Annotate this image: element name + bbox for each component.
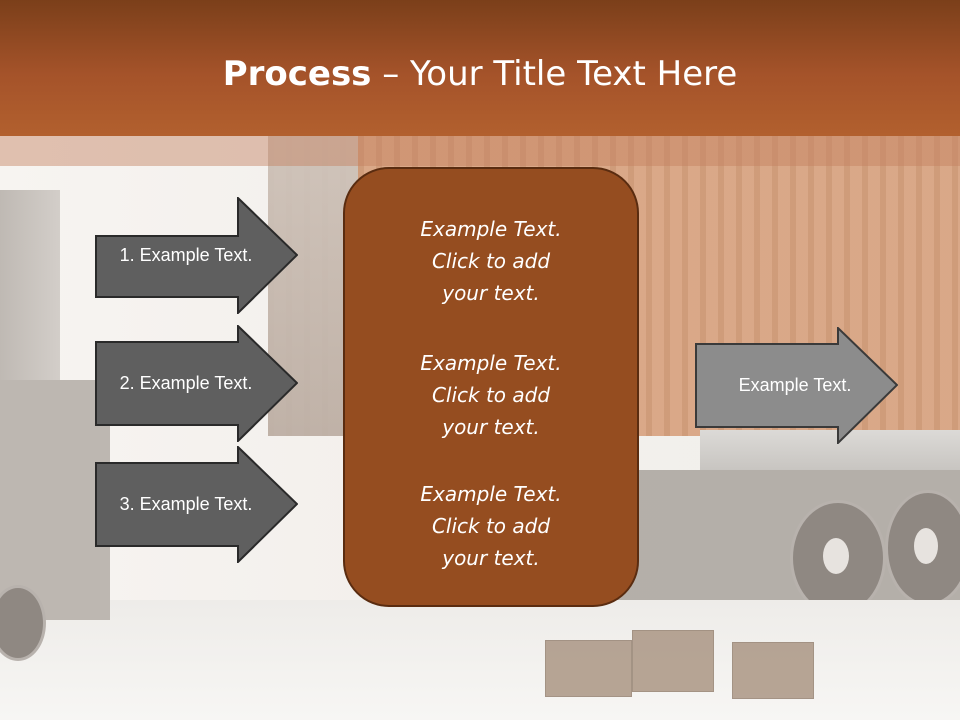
panel-text-3[interactable]: Example Text. Click to add your text. bbox=[420, 482, 562, 570]
step-label: 3. Example Text. bbox=[119, 494, 253, 514]
title-text: – Your Title Text Here bbox=[371, 54, 738, 94]
title-bar: Process – Your Title Text Here bbox=[0, 0, 960, 136]
step-arrow-1[interactable]: 1. Example Text. bbox=[95, 197, 298, 314]
crate bbox=[732, 642, 814, 699]
crate bbox=[545, 640, 632, 697]
truck-wheel bbox=[790, 500, 886, 616]
truck-wheel bbox=[885, 490, 960, 606]
step-arrow-3[interactable]: 3. Example Text. bbox=[95, 446, 298, 563]
crate bbox=[632, 630, 714, 692]
title-bold: Process bbox=[222, 54, 372, 94]
truck-bed bbox=[700, 430, 960, 470]
forklift-wheel bbox=[0, 585, 46, 661]
step-label: 2. Example Text. bbox=[119, 373, 253, 393]
panel-text-1[interactable]: Example Text. Click to add your text. bbox=[420, 217, 562, 305]
warehouse-floor bbox=[0, 600, 960, 720]
step-label: 1. Example Text. bbox=[119, 245, 253, 265]
panel-text-2[interactable]: Example Text. Click to add your text. bbox=[420, 351, 562, 439]
output-arrow[interactable]: Example Text. bbox=[695, 327, 898, 444]
step-arrow-2[interactable]: 2. Example Text. bbox=[95, 325, 298, 442]
forklift-body bbox=[0, 380, 110, 620]
slide-title[interactable]: Process – Your Title Text Here bbox=[0, 52, 960, 96]
header-shadow-strip bbox=[0, 136, 960, 166]
output-label: Example Text. bbox=[738, 375, 852, 395]
process-panel[interactable]: Example Text. Click to add your text. Ex… bbox=[343, 167, 639, 607]
